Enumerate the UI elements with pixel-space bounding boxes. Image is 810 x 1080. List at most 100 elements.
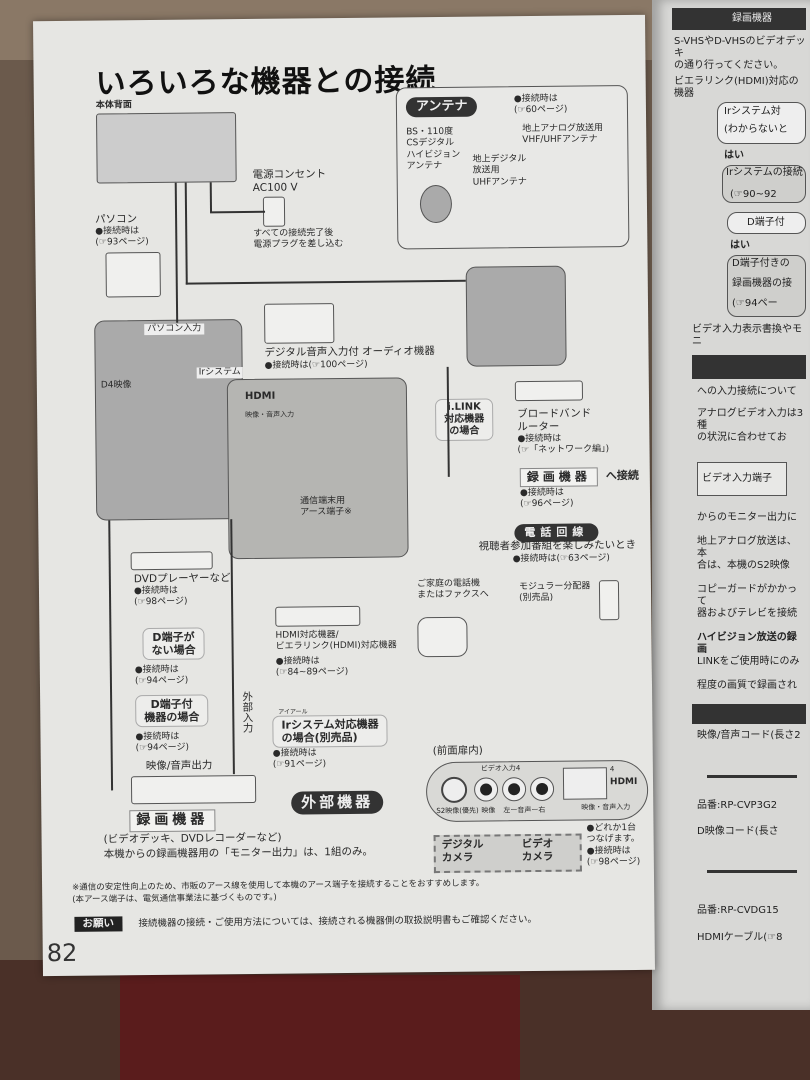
hdmi-front-sub: 映像・音声入力 xyxy=(581,803,631,812)
external-devices-title: 外部機器 xyxy=(291,790,384,815)
recorder-connect-label: 録画機器 xyxy=(519,467,598,488)
no-d-ref: ●接続時は (☞94ページ) xyxy=(134,664,189,687)
audio-label: デジタル音声入力付 オーディオ機器 xyxy=(264,345,435,359)
ir-device-bubble: Irシステム対応機器 の場合(別売品) xyxy=(272,714,388,749)
router-label: ブロードバンド ルーター xyxy=(517,407,592,434)
hdmi-logo: HDMI xyxy=(244,390,276,403)
hdmi-device-label: HDMI対応機器/ ビエラリンク(HDMI)対応機器 xyxy=(275,630,397,652)
cloth xyxy=(120,975,520,1080)
laptop-icon xyxy=(105,251,161,298)
ilink-bubble: i.LINK 対応機器 の場合 xyxy=(434,398,494,442)
hdmi-sub: 映像・音声入力 xyxy=(245,410,295,420)
right-header-bar xyxy=(672,8,806,30)
splitter-label: モジュラー分配器 (別売品) xyxy=(518,581,591,604)
right-text: 合は、本機のS2映像 xyxy=(697,560,790,571)
external-input-label: 外部入力 xyxy=(241,690,254,734)
right-text: はい xyxy=(730,240,750,251)
phone-ref: ●接続時は(☞63ページ) xyxy=(512,553,610,565)
antenna-panel xyxy=(465,265,567,367)
recorder-label: 録画機器 xyxy=(129,809,216,832)
audio-lr-label: 左ー音声ー右 xyxy=(503,805,546,815)
power-note: すべての接続完了後 電源プラグを差し込む xyxy=(253,228,344,251)
side-panel xyxy=(94,319,245,521)
right-text: Irシステムの接続 xyxy=(726,167,803,178)
with-d-terminal-bubble: D端子付 機器の場合 xyxy=(135,694,209,728)
d4-label: D4映像 xyxy=(100,380,132,391)
hdmi-device-icon xyxy=(275,605,361,627)
pc-input-port-label: パソコン入力 xyxy=(144,323,205,336)
right-text: (☞90~92 xyxy=(730,189,777,200)
right-text: D映像コード(長さ xyxy=(697,826,779,837)
satellite-dish-icon xyxy=(419,184,453,224)
page-number: 82 xyxy=(46,938,78,968)
right-text: HDMIケーブル(☞8 xyxy=(697,932,783,943)
right-text: 品番:RP-CVDG15 xyxy=(697,905,779,916)
recorder-connect-ref: ●接続時は (☞96ページ) xyxy=(519,487,574,510)
right-text: ハイビジョン放送の録画 xyxy=(697,632,797,655)
tv-rear-image xyxy=(95,112,237,184)
phone-desc: 視聴者参加番組を楽しみたいとき xyxy=(478,538,637,553)
right-text: アナログビデオ入力は3種 xyxy=(697,408,804,431)
dvd-ref: ●接続時は (☞98ページ) xyxy=(133,585,188,608)
right-text: ビデオ入力端子 xyxy=(702,473,772,484)
video-jack[interactable] xyxy=(473,777,499,802)
with-d-ref: ●接続時は (☞94ページ) xyxy=(135,731,190,754)
pc-ref: ●接続時は (☞93ページ) xyxy=(95,226,149,248)
recorder-desc: (ビデオデッキ、DVDレコーダーなど) 本機からの録画機器用の「モニター出力」は… xyxy=(103,831,373,861)
right-text: の状況に合わせてお xyxy=(697,432,787,443)
right-text: ビデオ入力表示書換やモニ xyxy=(692,324,802,347)
video-label: 映像 xyxy=(481,806,496,815)
telephone-icon xyxy=(417,616,468,658)
dvd-player-icon xyxy=(130,551,213,571)
hdmi-panel xyxy=(226,377,409,560)
home-phone-label: ご家庭の電話機 またはファクスへ xyxy=(416,578,489,601)
right-header: 録画機器 xyxy=(732,13,772,24)
right-text: はい xyxy=(724,150,744,161)
camera-note: ●どれか1台 つなげます。 ●接続時は (☞98ページ) xyxy=(586,822,641,868)
router-ref: ●接続時は (☞「ネットワーク編」) xyxy=(517,433,610,456)
page-title: いろいろな機器との接続 xyxy=(95,63,437,102)
request-text: 接続機器の接続・ご使用方法については、接続される機器側の取扱説明書もご確認くださ… xyxy=(138,914,538,930)
right-text: への入力接続について xyxy=(697,386,797,397)
antenna-title: アンテナ xyxy=(405,96,478,118)
no-d-terminal-bubble: D端子が ない場合 xyxy=(142,627,205,661)
pc-label: パソコン xyxy=(95,213,138,226)
right-text: (☞94ペー xyxy=(732,298,778,309)
right-text: S-VHSやD-VHSのビデオデッキ xyxy=(674,36,806,59)
hdmi-number: 4 xyxy=(609,765,615,774)
rear-label: 本体背面 xyxy=(95,100,132,111)
footnote: ※通信の安定性向上のため、市販のアース線を使用して本機のアース端子を接続すること… xyxy=(72,878,485,905)
right-text: LINKをご使用時にのみ xyxy=(697,656,800,667)
antenna-ref: ●接続時は (☞60ページ) xyxy=(513,93,568,116)
hdmi-port[interactable] xyxy=(562,767,608,800)
bs-antenna-label: BS・110度 CSデジタル ハイビジョン アンテナ xyxy=(406,126,461,172)
hdmi-logo-front: HDMI xyxy=(609,776,638,788)
ir-device-ref: ●接続時は (☞91ページ) xyxy=(272,748,327,771)
hdmi-device-ref: ●接続時は (☞84~89ページ) xyxy=(275,656,349,678)
analog-antenna-label: 地上アナログ放送用 VHF/UHFアンテナ xyxy=(522,123,604,146)
front-panel-title: (前面扉内) xyxy=(432,744,483,758)
right-text: D端子付きの xyxy=(732,258,790,269)
right-text: 器およびテレビを接続 xyxy=(697,608,797,619)
digital-antenna-label: 地上デジタル 放送用 UHFアンテナ xyxy=(472,154,527,188)
s-video-port[interactable] xyxy=(440,776,468,803)
router-icon xyxy=(514,380,584,402)
audio-right-jack[interactable] xyxy=(529,776,555,802)
digital-camera-label: デジタル カメラ xyxy=(441,838,484,865)
right-text: 映像/音声コード(長さ2 xyxy=(697,730,801,741)
right-text: ビエラリンク(HDMI)対応の機器 xyxy=(674,76,799,99)
audio-system-icon xyxy=(263,303,335,344)
wall-jack-icon xyxy=(598,580,620,621)
video-input-4-label: ビデオ入力4 xyxy=(480,764,521,773)
audio-left-jack[interactable] xyxy=(501,777,527,802)
video-camera-label: ビデオ カメラ xyxy=(521,837,554,864)
right-text: の通り行ってください。 xyxy=(674,60,784,71)
ir-label: Irシステム xyxy=(196,367,243,379)
earth-terminal-label: 通信端末用 アース端子※ xyxy=(300,495,352,518)
audio-ref: ●接続時は(☞100ページ) xyxy=(264,359,368,371)
recorder-icon xyxy=(130,774,257,805)
request-badge: お願い xyxy=(74,916,123,932)
left-page: いろいろな機器との接続 本体背面 電源コンセント AC100 V すべての接続完… xyxy=(33,14,655,977)
right-text: 品番:RP-CVP3G2 xyxy=(697,800,778,811)
right-text: 地上アナログ放送は、本 xyxy=(697,536,797,559)
